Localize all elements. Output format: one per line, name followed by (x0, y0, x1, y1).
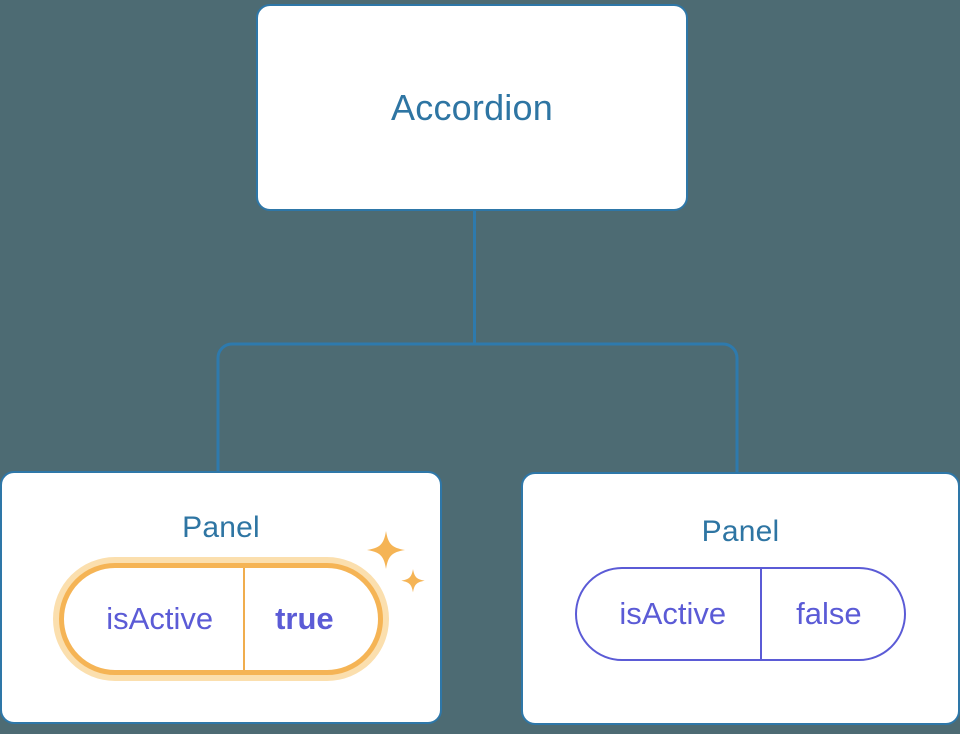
prop-pill-wrapper-active: isActive true (59, 531, 425, 675)
node-panel-active[interactable]: Panel isActive true (0, 471, 442, 724)
node-title-panel-inactive: Panel (701, 515, 780, 548)
node-title-panel-active: Panel (182, 511, 260, 544)
node-panel-inactive[interactable]: Panel isActive false (521, 472, 960, 725)
sparkle-large-icon (366, 531, 405, 569)
node-accordion[interactable]: Accordion (256, 4, 688, 211)
prop-key-label: isActive (106, 601, 214, 636)
prop-value-label: false (760, 569, 903, 659)
prop-pill-isactive-true[interactable]: isActive true (59, 563, 383, 675)
sparkle-small-icon (400, 569, 425, 593)
prop-value-label: true (243, 568, 378, 670)
connector-branch-left (216, 342, 475, 472)
prop-key-label: isActive (619, 596, 727, 631)
connector-branch-right (474, 342, 739, 472)
node-title-accordion: Accordion (391, 86, 553, 128)
prop-pill-wrapper-inactive: isActive false (575, 567, 906, 661)
prop-pill-isactive-false[interactable]: isActive false (575, 567, 906, 661)
